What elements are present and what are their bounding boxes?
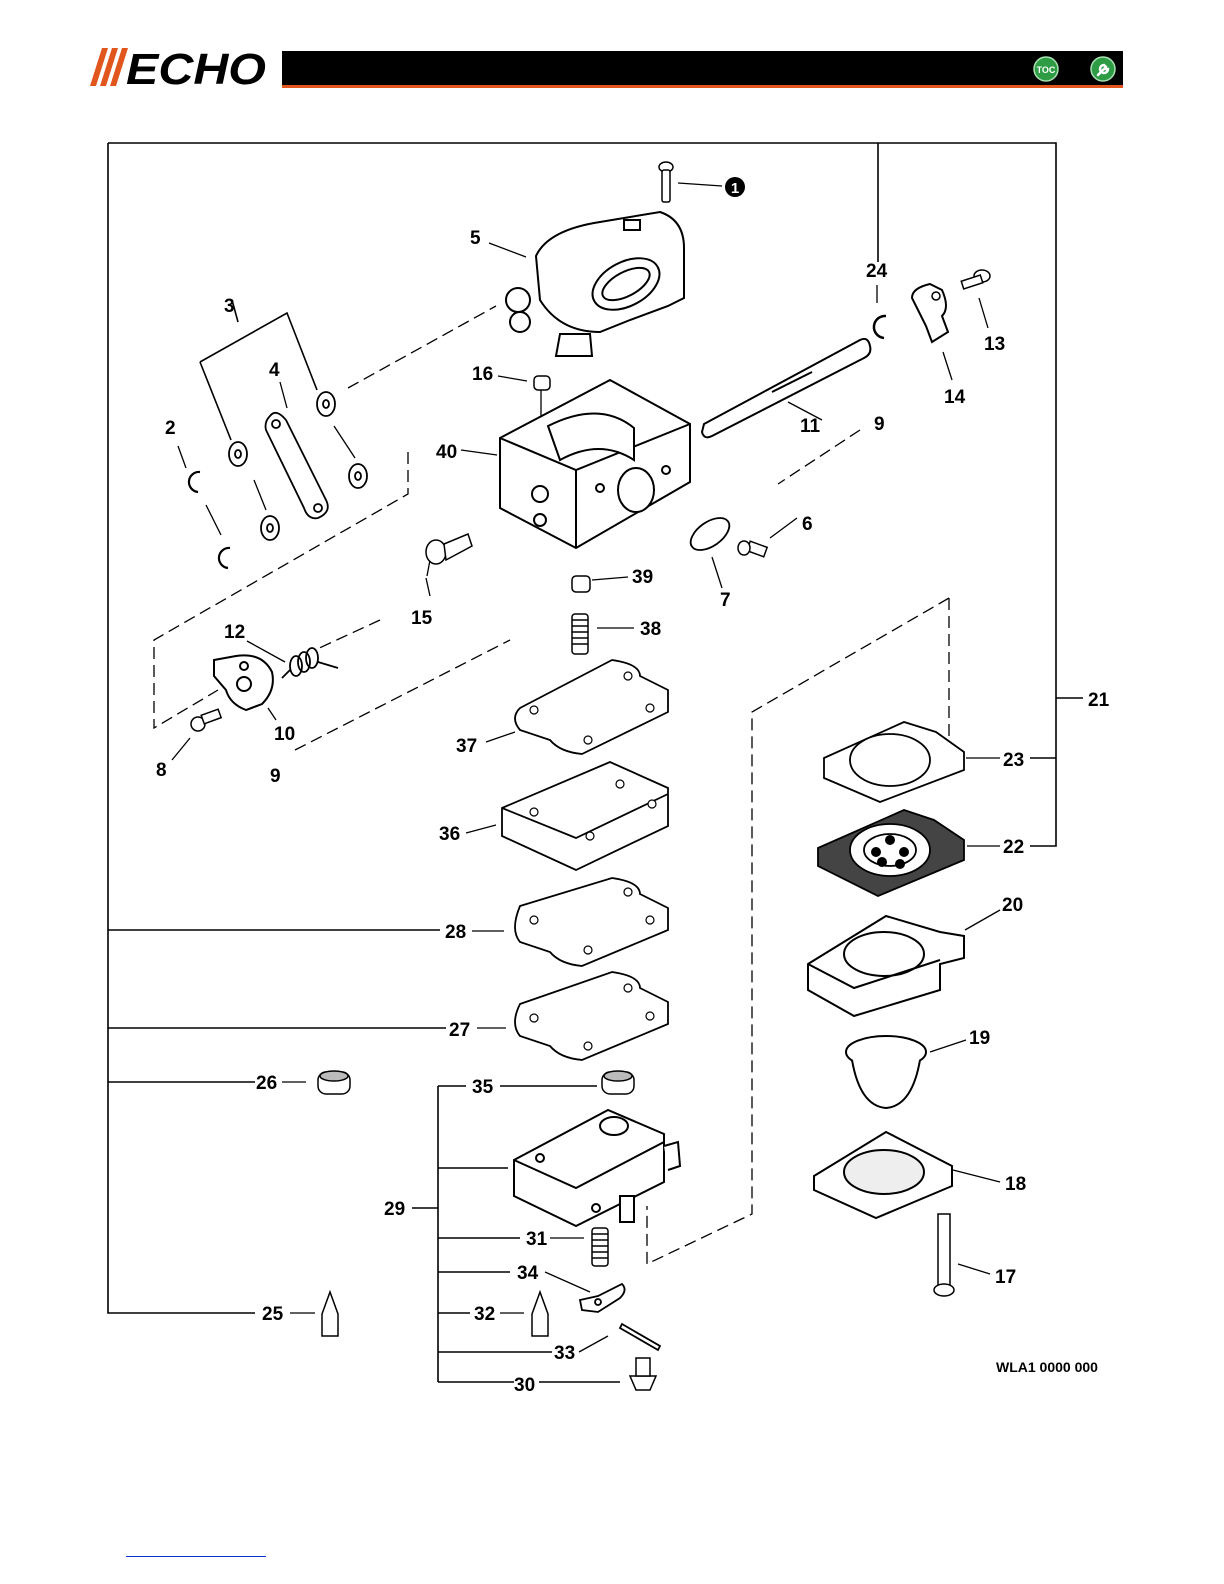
label-20: 20 <box>1002 895 1023 916</box>
part-35-filter <box>602 1071 634 1094</box>
label-4: 4 <box>269 360 280 381</box>
part-33-pin <box>620 1324 660 1350</box>
label-6: 6 <box>802 514 813 535</box>
footer-link-line[interactable] <box>126 1556 266 1557</box>
part-25-needle <box>322 1292 338 1336</box>
label-11: 11 <box>800 416 821 437</box>
label-38: 38 <box>640 619 661 640</box>
part-17-screw <box>934 1214 954 1296</box>
label-9-upper: 9 <box>874 414 885 435</box>
label-10: 10 <box>274 724 295 745</box>
label-3: 3 <box>224 296 235 317</box>
label-35: 35 <box>472 1077 494 1098</box>
label-7: 7 <box>720 590 731 611</box>
label-22: 22 <box>1003 837 1024 858</box>
part-29-pump-body <box>514 1110 680 1226</box>
part-31-spring <box>592 1228 608 1266</box>
label-13: 13 <box>984 334 1005 355</box>
part-2-clip <box>189 472 200 492</box>
part-4-link <box>266 413 328 518</box>
part-40-carburetor-body <box>500 380 690 548</box>
part-14-lever <box>912 284 948 342</box>
label-15: 15 <box>411 608 433 629</box>
part-15-screw <box>426 534 472 564</box>
label-31: 31 <box>526 1229 548 1250</box>
part-32-needle <box>532 1292 548 1336</box>
part-26-filter <box>318 1071 350 1094</box>
part-8-screw <box>191 709 221 731</box>
label-30: 30 <box>514 1375 535 1396</box>
part-10-lever <box>214 655 273 710</box>
part-23-gasket <box>824 722 964 802</box>
label-2: 2 <box>165 418 176 439</box>
part-20-pump-cover <box>808 916 964 1016</box>
part-34-lever <box>580 1284 625 1312</box>
label-39: 39 <box>632 567 653 588</box>
part-16-cap <box>534 376 550 390</box>
label-29: 29 <box>384 1199 405 1220</box>
label-12: 12 <box>224 622 245 643</box>
part-30-screw <box>630 1358 656 1390</box>
part-22-diaphragm <box>818 810 964 896</box>
label-21: 21 <box>1088 690 1110 711</box>
label-5: 5 <box>470 228 481 249</box>
part-2-clip-lower <box>219 548 230 568</box>
label-23: 23 <box>1003 750 1024 771</box>
part-39-cap <box>572 576 590 592</box>
part-36-diaphragm-cover <box>502 762 668 870</box>
label-14: 14 <box>944 387 966 408</box>
part-13-screw <box>961 270 990 289</box>
label-19: 19 <box>969 1028 990 1049</box>
label-26: 26 <box>256 1073 277 1094</box>
label-1: 1 <box>731 180 739 197</box>
part-7-throttle-plate <box>685 512 735 557</box>
part-18-retainer <box>814 1132 952 1218</box>
label-34: 34 <box>517 1263 539 1284</box>
label-18: 18 <box>1005 1174 1026 1195</box>
label-32: 32 <box>474 1304 495 1325</box>
part-1-screw <box>659 162 673 202</box>
label-17: 17 <box>995 1267 1016 1288</box>
label-36: 36 <box>439 824 460 845</box>
label-37: 37 <box>456 736 477 757</box>
frame-line-left <box>108 143 255 1313</box>
part-11-shaft <box>702 339 870 437</box>
part-38-spring <box>572 614 588 654</box>
label-9-lower: 9 <box>270 766 281 787</box>
label-16: 16 <box>472 364 493 385</box>
part-19-primer-bulb <box>846 1036 926 1108</box>
label-24: 24 <box>866 261 888 282</box>
label-25: 25 <box>262 1304 284 1325</box>
label-33: 33 <box>554 1343 575 1364</box>
part-12-spring <box>282 648 338 678</box>
label-8: 8 <box>156 760 167 781</box>
part-6-screw <box>738 541 767 557</box>
part-24-clip <box>874 316 886 338</box>
label-28: 28 <box>445 922 466 943</box>
part-5-throttle-body <box>506 212 684 356</box>
label-27: 27 <box>449 1020 470 1041</box>
diagram-code: WLA1 0000 000 <box>996 1359 1098 1375</box>
label-40: 40 <box>436 442 457 463</box>
